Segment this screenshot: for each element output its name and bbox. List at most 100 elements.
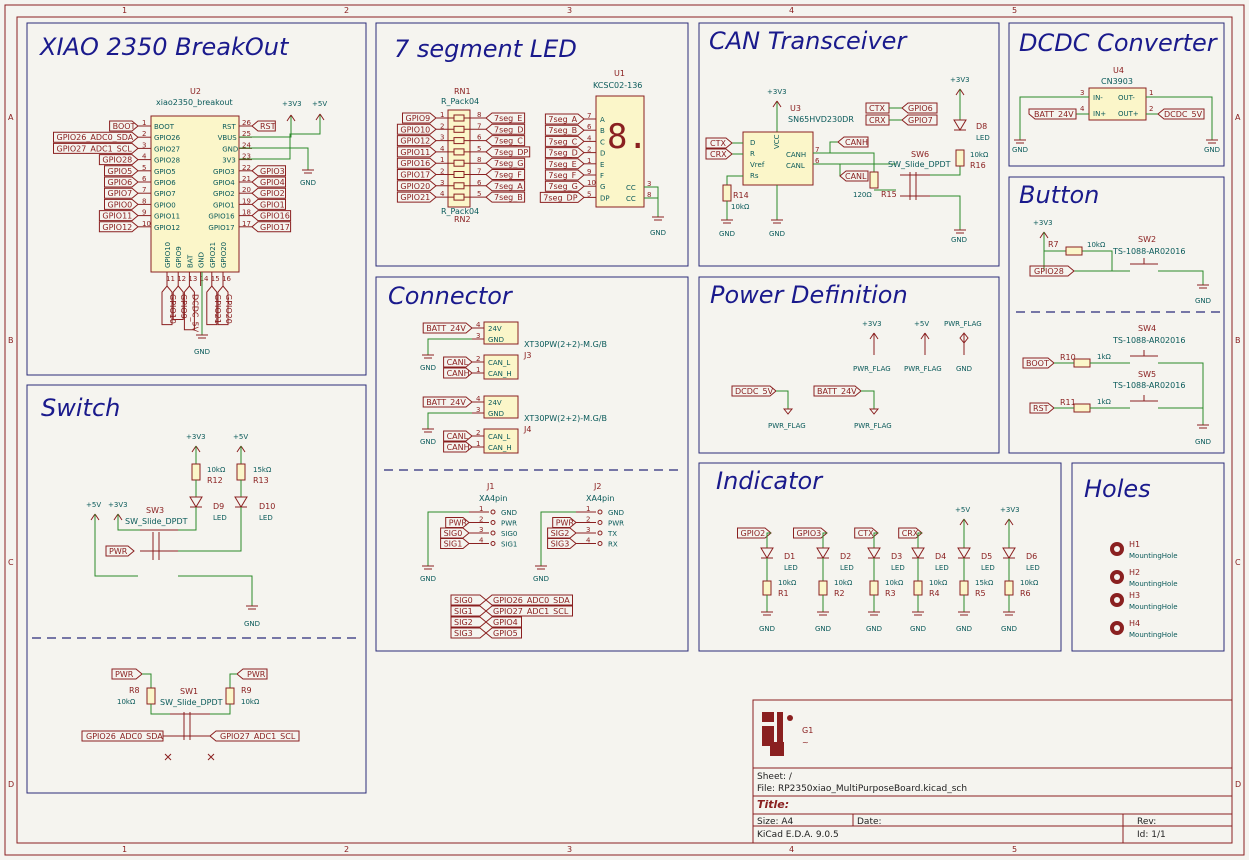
can-bus-wires (813, 141, 896, 191)
disp-pin-label: A (600, 116, 605, 124)
sw45-symbols (1130, 350, 1158, 402)
xiao-pin-num: 11 (166, 275, 175, 283)
xa-pin-ring (490, 509, 496, 515)
rst-label-text: RST (1033, 404, 1049, 413)
xt-canh-label (443, 441, 473, 453)
r12-ref: R12 (207, 476, 223, 485)
sw-mid-wires (195, 480, 242, 497)
xiao-pin-label: BAT (186, 254, 194, 268)
sw2-ref: SW2 (1138, 235, 1156, 244)
disp-pin-num: 10 (587, 179, 596, 187)
seg7-gnd-label: GND (650, 229, 666, 237)
xiao-net-gpio16-text: GPIO16 (260, 212, 290, 221)
xiao-net-gpio17 (251, 221, 292, 233)
sw-pwr-arrows (191, 445, 246, 453)
xa-gnd-0-symbol (422, 565, 434, 570)
r11-body (1073, 403, 1091, 413)
r14-gnd-symbol (721, 219, 733, 224)
xt-pin: 24V (488, 325, 502, 333)
border-num-top: 4 (789, 6, 794, 15)
xiao-net-gpio3-text: GPIO3 (260, 167, 285, 176)
xa-pin: TX (607, 530, 617, 538)
xt-pin-num: 4 (476, 321, 481, 329)
xiao-net-gpio3 (251, 165, 286, 177)
sig-map-left-text: SIG3 (454, 629, 473, 638)
xa-pin: GND (608, 509, 624, 517)
r12-value: 10kΩ (207, 466, 226, 474)
disp-pin-label: E (600, 161, 604, 169)
pd-pwrflag-3: PWR_FLAG (768, 422, 806, 430)
gpio28-label (1029, 265, 1075, 277)
xt-gnd-1-label: GND (420, 438, 436, 446)
dcdc-gnd1-symbol (1014, 139, 1026, 144)
border-letter-left: A (8, 113, 14, 122)
sig-map-left-text: SIG2 (454, 618, 473, 627)
xiao-net-bottom-text: GPIO9 (179, 294, 188, 319)
sw1-pwr-right-text: PWR (247, 670, 266, 679)
disp-net-text: 7seg_D (548, 149, 577, 158)
ind-led-symbol (760, 547, 774, 559)
disp-net-text: 7seg_F (548, 171, 576, 180)
title-block: G1 ~ Sheet: / File: RP2350xiao_MultiPurp… (752, 699, 1233, 844)
xiao-pin-label: GPIO7 (154, 190, 176, 198)
ctx-label (705, 137, 733, 149)
xiao-pin-label: GPIO21 (209, 242, 217, 268)
xa-pin: RX (608, 541, 618, 549)
xiao-pin-num: 21 (242, 175, 251, 183)
rn-net-left (402, 112, 437, 124)
xiao-pin-label: GPIO4 (213, 179, 235, 187)
border-num-bottom: 1 (122, 845, 127, 854)
disp-net (544, 124, 585, 136)
xiao-pin-num: 13 (188, 275, 197, 283)
rn-left-num: 3 (440, 134, 444, 142)
rn-net-right (485, 157, 526, 169)
hole-ref: H1 (1129, 540, 1140, 549)
xiao-net-gpio4 (251, 176, 286, 188)
title-xiao: XIAO 2350 BreakOut (38, 33, 290, 61)
xiao-value: xiao2350_breakout (156, 98, 233, 107)
logo-value: ~ (802, 738, 809, 747)
xiao-bottom-gnd-label: GND (194, 348, 210, 356)
xt-pin-num: 2 (476, 355, 480, 363)
xt-gnd-1-symbol (422, 428, 434, 433)
hole-value: MountingHole (1129, 552, 1178, 560)
rn-net-left-text: GPIO12 (400, 137, 430, 146)
u3-pin-d: D (750, 139, 755, 147)
sw3-pwr-label-text: PWR (109, 547, 128, 556)
xa-net-text: SIG2 (551, 529, 570, 538)
xa-pin-num: 3 (479, 526, 483, 534)
xiao-net-gpio17-text: GPIO17 (260, 223, 290, 232)
xt-pin: CAN_L (488, 433, 510, 441)
crx-label (705, 148, 733, 160)
sw2-symbol (1130, 258, 1158, 265)
sw6-value: SW_Slide_DPDT (888, 160, 951, 169)
xiao-net-boot (109, 120, 139, 132)
sw45-wires (1054, 362, 1204, 425)
xiao-pin-label: GPIO3 (213, 168, 235, 176)
rn-net-right-text: 7seg_E (494, 114, 522, 123)
title-dcdc: DCDC Converter (1019, 29, 1219, 57)
xiao-pin-num: 15 (211, 275, 220, 283)
d8-pwr: +3V3 (950, 76, 970, 84)
rn-right-num: 6 (477, 134, 482, 142)
sw3-3v3: +3V3 (108, 501, 128, 509)
u4-body (1088, 87, 1147, 121)
xiao-net-gpio2 (251, 187, 286, 199)
xiao-net-gpio1 (251, 198, 286, 210)
sw2-gnd-label: GND (1195, 297, 1211, 305)
xa-net (547, 538, 577, 549)
xt-top-body (483, 321, 519, 345)
xiao-net-gpio16 (251, 210, 292, 222)
xt-value: XT30PW(2+2)-M.G/B (524, 340, 607, 349)
xiao-net-bottom (206, 285, 218, 326)
r16-ref: R16 (970, 161, 986, 170)
xiao-3v3-label: +3V3 (282, 100, 302, 108)
rn-net-left-text: GPIO21 (400, 193, 430, 202)
u4-out-minus: OUT- (1118, 94, 1135, 102)
pd-3v3: +3V3 (862, 320, 882, 328)
sw5-value: TS-1088-AR02016 (1112, 381, 1185, 390)
ind-net-text: CTX (858, 529, 874, 538)
xt-pin: CAN_L (488, 359, 510, 367)
